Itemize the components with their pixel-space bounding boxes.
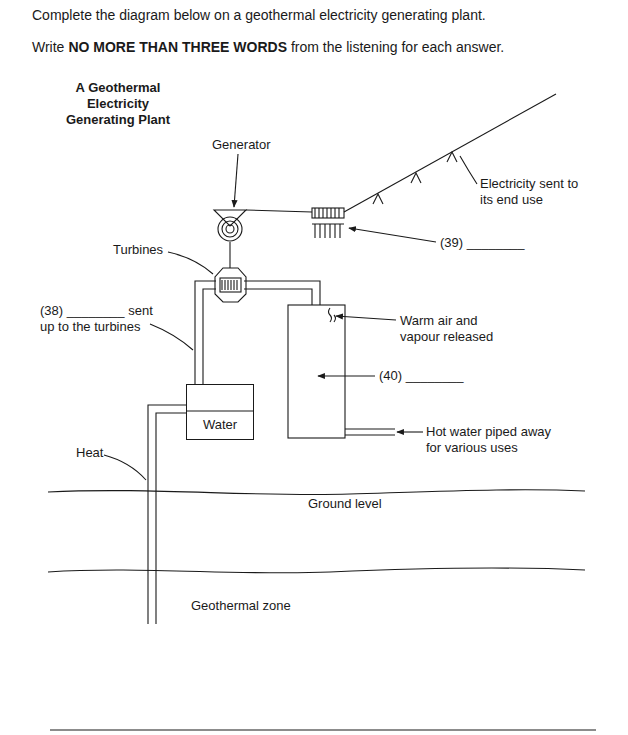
- tank-label: Water: [187, 417, 253, 432]
- instruction-emphasis: NO MORE THAN THREE WORDS: [68, 38, 287, 56]
- exhaust-pipe: [244, 281, 320, 305]
- leader-line: [397, 431, 423, 432]
- leader-line: [349, 228, 436, 242]
- callout-number: (39) ________: [440, 235, 525, 251]
- part-label: Generator: [212, 137, 271, 153]
- diagram-title: A Geothermal Electricity Generating Plan…: [54, 80, 182, 128]
- wire: [246, 210, 312, 212]
- turbine-symbol: [220, 278, 241, 292]
- leader-line: [168, 252, 213, 274]
- shaft: [229, 242, 230, 268]
- transformer-legs: [312, 224, 344, 238]
- leader-line: [336, 316, 396, 320]
- pylon: [411, 173, 421, 183]
- water-tank: Water: [186, 384, 254, 440]
- part-label: Turbines: [113, 242, 163, 258]
- well-pipe: [148, 405, 186, 624]
- callout-label: Hot water piped away for various uses: [426, 424, 566, 456]
- pylon: [447, 152, 457, 162]
- transformer: [312, 208, 344, 218]
- zone-line: [48, 568, 585, 573]
- turbine-symbol: [215, 268, 246, 302]
- steam-pipe: [195, 281, 216, 384]
- zone-label: Geothermal zone: [191, 598, 291, 614]
- callout-number: (40) ________: [379, 368, 464, 384]
- leader-line: [460, 156, 477, 184]
- callout-number: (38) ________ sent up to the turbines: [40, 303, 158, 335]
- generator-coil: [226, 225, 234, 233]
- callout-label: Electricity sent to its end use: [480, 176, 594, 208]
- ground-line: [48, 490, 585, 495]
- hot-water-pipe: [345, 428, 395, 429]
- part-label: Heat: [76, 445, 103, 461]
- turbine-blades: [222, 280, 237, 290]
- leader-line: [104, 455, 146, 480]
- instruction-text: from the listening for each answer.: [291, 38, 504, 56]
- steam-pipe: [203, 289, 216, 384]
- leader-line: [150, 324, 193, 350]
- vapour-symbol: [329, 308, 336, 322]
- callout-label: Warm air and vapour released: [400, 313, 508, 345]
- leader-line: [234, 154, 238, 207]
- water-level: [186, 410, 254, 411]
- hot-water-pipe: [345, 434, 395, 435]
- page-rule: [50, 729, 596, 730]
- zone-label: Ground level: [308, 496, 382, 512]
- generator-symbol: [218, 217, 242, 241]
- generator-coil: [222, 221, 238, 237]
- transformer: [315, 208, 339, 218]
- cooling-tower: [288, 305, 345, 438]
- instruction-text: Write: [32, 38, 64, 56]
- pylon: [373, 194, 383, 204]
- leader-line: [318, 375, 375, 376]
- exhaust-pipe: [244, 289, 312, 305]
- instruction-text: Complete the diagram below on a geotherm…: [32, 6, 486, 24]
- well-pipe: [156, 413, 186, 624]
